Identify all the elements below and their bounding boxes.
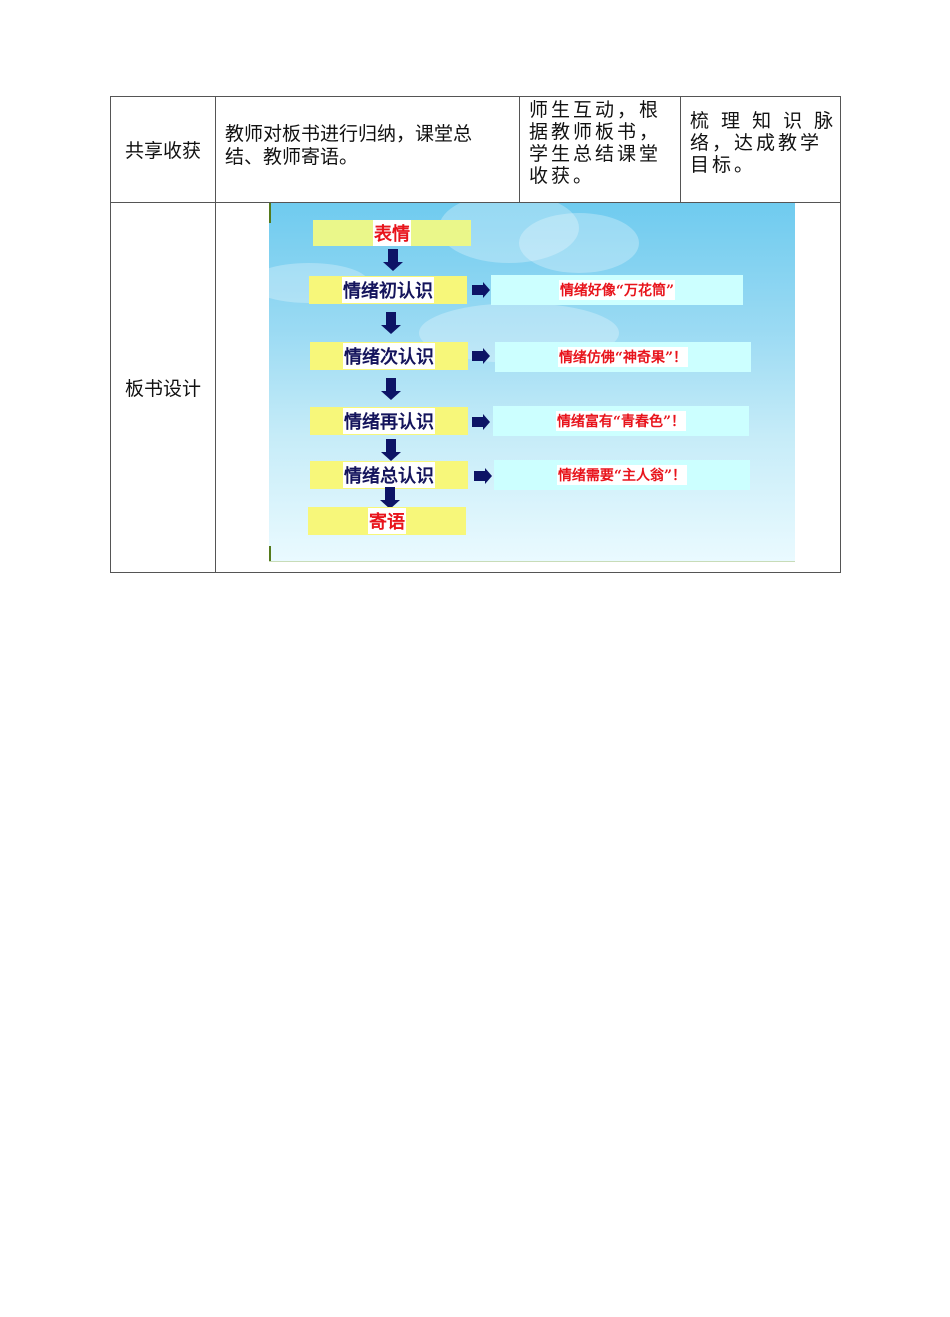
step-note-box-2: 情绪仿佛“神奇果”！ [495, 342, 751, 372]
frame-mark [269, 203, 271, 223]
step-box-4: 情绪总认识 [310, 461, 468, 489]
step-note: 情绪需要“主人翁”！ [556, 465, 688, 485]
frame-mark [269, 546, 271, 562]
step-label: 情绪再认识 [343, 408, 435, 434]
arrow-down-icon [380, 487, 400, 509]
step-label: 情绪次认识 [343, 343, 435, 369]
blackboard-design-image: 表情 情绪初认识 情绪好像“万花筒” 情绪次认识 情绪仿佛“神奇果”！ 情绪再认… [269, 203, 795, 562]
step-note: 情绪仿佛“神奇果”！ [557, 347, 689, 367]
design-intent-line: 梳 理 知 识 脉 [690, 110, 837, 132]
step-box-3: 情绪再认识 [310, 407, 468, 435]
step-note-box-1: 情绪好像“万花筒” [491, 275, 743, 305]
step-box-1: 情绪初认识 [309, 276, 467, 304]
student-activity-cell: 师生互动，根 据教师板书， 学生总结课堂 收获。 [519, 96, 681, 203]
closing-label: 寄语 [368, 508, 406, 534]
step-note-box-3: 情绪富有“青春色”！ [493, 406, 749, 436]
step-label: 情绪初认识 [342, 277, 434, 303]
student-activity-line: 学生总结课堂 [529, 143, 662, 165]
closing-box: 寄语 [308, 507, 466, 535]
board-title: 表情 [373, 220, 411, 246]
design-intent-cell: 梳 理 知 识 脉 络，达成教学 目标。 [680, 96, 841, 203]
arrow-down-icon [381, 312, 401, 334]
step-box-2: 情绪次认识 [310, 342, 468, 370]
student-activity-line: 收获。 [529, 165, 596, 187]
student-activity-line: 据教师板书， [529, 121, 662, 143]
arrow-right-icon [472, 348, 490, 364]
arrow-right-icon [472, 282, 490, 298]
board-title-box: 表情 [313, 220, 471, 246]
board-design-cell [215, 202, 841, 573]
arrow-down-icon [381, 378, 401, 400]
student-activity-line: 师生互动，根 [529, 99, 662, 121]
arrow-right-icon [474, 468, 492, 484]
step-label: 情绪总认识 [343, 462, 435, 488]
row-label-board-design: 板书设计 [110, 202, 216, 573]
arrow-right-icon [472, 414, 490, 430]
step-note-box-4: 情绪需要“主人翁”！ [494, 460, 750, 490]
design-intent-line: 目标。 [690, 154, 757, 176]
cloud-decoration [519, 213, 639, 273]
teacher-activity-cell: 教师对板书进行归纳，课堂总 结、教师寄语。 [215, 96, 520, 203]
teacher-activity-line: 结、教师寄语。 [225, 146, 359, 168]
row-label-text: 共享收获 [124, 140, 201, 162]
frame-mark [269, 561, 795, 562]
row-label-text: 板书设计 [124, 378, 201, 400]
step-note: 情绪好像“万花筒” [558, 280, 676, 300]
row-label-sharing: 共享收获 [110, 96, 216, 203]
arrow-down-icon [381, 439, 401, 461]
arrow-down-icon [383, 249, 403, 271]
design-intent-line: 络，达成教学 [690, 132, 823, 154]
step-note: 情绪富有“青春色”！ [555, 411, 687, 431]
teacher-activity-line: 教师对板书进行归纳，课堂总 [225, 123, 473, 145]
